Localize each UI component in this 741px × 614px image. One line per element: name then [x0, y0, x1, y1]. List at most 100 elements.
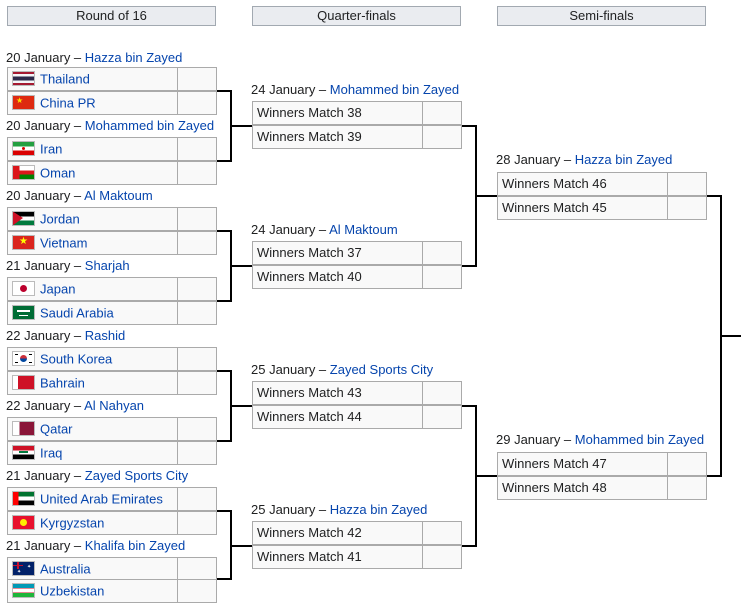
team-row: Thailand [7, 67, 217, 91]
team-name[interactable]: Saudi Arabia [40, 305, 114, 321]
venue-link[interactable]: Hazza bin Zayed [84, 50, 183, 65]
saudi-arabia-flag-icon [12, 305, 35, 321]
venue-link[interactable]: Sharjah [84, 258, 130, 273]
uzbekistan-flag-icon [12, 583, 35, 599]
team-row: ★China PR [7, 91, 217, 115]
bracket-connector [230, 125, 252, 127]
team-cell: Uzbekistan [7, 579, 178, 603]
score-cell [177, 347, 217, 371]
bracket-connector [217, 300, 232, 302]
team-cell: Winners Match 48 [497, 476, 668, 500]
bracket-connector [230, 405, 252, 407]
venue-link[interactable]: Zayed Sports City [84, 468, 189, 483]
venue-link[interactable]: Hazza bin Zayed [574, 152, 673, 167]
team-name[interactable]: Australia [40, 561, 91, 577]
venue-link[interactable]: Al Maktoum [84, 188, 153, 203]
venue-link[interactable]: Al Nahyan [84, 398, 145, 413]
venue-link[interactable]: Khalifa bin Zayed [84, 538, 186, 553]
team-name[interactable]: Iraq [40, 445, 63, 461]
team-cell: Oman [7, 161, 178, 185]
venue-link[interactable]: Mohammed bin Zayed [574, 432, 705, 447]
bracket-connector [462, 265, 477, 267]
team-name[interactable]: Oman [40, 165, 76, 181]
team-name: Winners Match 42 [257, 525, 362, 540]
match-date: 20 January – [6, 188, 85, 203]
score-cell [422, 545, 462, 569]
venue-link[interactable]: Mohammed bin Zayed [84, 118, 215, 133]
team-name: Winners Match 38 [257, 105, 362, 120]
iraq-flag-icon [12, 445, 35, 461]
kyrgyzstan-flag-icon [12, 515, 35, 531]
team-name: Winners Match 44 [257, 409, 362, 424]
team-row: Iran [7, 137, 217, 161]
team-cell: Bahrain [7, 371, 178, 395]
team-name[interactable]: Bahrain [40, 375, 85, 391]
team-row: Winners Match 45 [497, 196, 707, 220]
team-row: Winners Match 47 [497, 452, 707, 476]
team-cell: Winners Match 45 [497, 196, 668, 220]
team-cell: Winners Match 40 [252, 265, 423, 289]
semi-finals-header: Semi-finals [497, 6, 706, 26]
score-cell [177, 487, 217, 511]
team-row: Bahrain [7, 371, 217, 395]
team-cell: ★China PR [7, 91, 178, 115]
score-cell [177, 137, 217, 161]
team-name[interactable]: China PR [40, 95, 96, 111]
team-name[interactable]: Kyrgyzstan [40, 515, 105, 531]
venue-link[interactable]: Al Maktoum [329, 222, 398, 237]
team-name[interactable]: Iran [40, 141, 63, 157]
score-cell [177, 511, 217, 535]
team-cell: Winners Match 39 [252, 125, 423, 149]
r16-match-label: 21 January – Sharjah [6, 258, 130, 274]
team-cell: Iraq [7, 441, 178, 465]
score-cell [422, 101, 462, 125]
team-row: Winners Match 43 [252, 381, 462, 405]
team-name[interactable]: Qatar [40, 421, 73, 437]
r16-match-label: 22 January – Al Nahyan [6, 398, 144, 414]
team-name[interactable]: South Korea [40, 351, 113, 367]
score-cell [422, 241, 462, 265]
team-cell: Iran [7, 137, 178, 161]
team-row: Winners Match 44 [252, 405, 462, 429]
team-cell: Winners Match 43 [252, 381, 423, 405]
venue-link[interactable]: Mohammed bin Zayed [329, 82, 460, 97]
team-name[interactable]: Vietnam [40, 235, 88, 251]
match-date: 21 January – [6, 258, 85, 273]
team-cell: Japan [7, 277, 178, 301]
match-date: 25 January – [251, 502, 330, 517]
team-cell: Winners Match 42 [252, 521, 423, 545]
match-date: 22 January – [6, 398, 85, 413]
team-cell: ★Vietnam [7, 231, 178, 255]
team-name: Winners Match 43 [257, 385, 362, 400]
team-cell: ✦✦Australia [7, 557, 178, 581]
match-date: 21 January – [6, 538, 85, 553]
team-row: Winners Match 39 [252, 125, 462, 149]
team-name[interactable]: Uzbekistan [40, 583, 105, 599]
venue-link[interactable]: Zayed Sports City [329, 362, 434, 377]
team-name[interactable]: Japan [40, 281, 76, 297]
team-cell: Winners Match 47 [497, 452, 668, 476]
team-cell: Kyrgyzstan [7, 511, 178, 535]
bracket-connector [217, 230, 232, 232]
qf-match-label: 24 January – Mohammed bin Zayed [251, 82, 459, 98]
r16-match-label: 20 January – Mohammed bin Zayed [6, 118, 214, 134]
team-cell: Winners Match 41 [252, 545, 423, 569]
venue-link[interactable]: Hazza bin Zayed [329, 502, 428, 517]
score-cell [422, 381, 462, 405]
score-cell [667, 452, 707, 476]
team-name[interactable]: Jordan [40, 211, 80, 227]
score-cell [667, 476, 707, 500]
team-row: Saudi Arabia [7, 301, 217, 325]
venue-link[interactable]: Rashid [84, 328, 126, 343]
score-cell [177, 231, 217, 255]
score-cell [177, 67, 217, 91]
team-row: Iraq [7, 441, 217, 465]
team-name[interactable]: United Arab Emirates [40, 491, 163, 507]
team-name[interactable]: Thailand [40, 71, 90, 87]
bracket-connector [217, 510, 232, 512]
qf-match-label: 25 January – Hazza bin Zayed [251, 502, 427, 518]
bracket-connector [217, 440, 232, 442]
team-cell: Jordan [7, 207, 178, 231]
bracket-connector [462, 405, 477, 407]
bracket-connector [230, 545, 252, 547]
